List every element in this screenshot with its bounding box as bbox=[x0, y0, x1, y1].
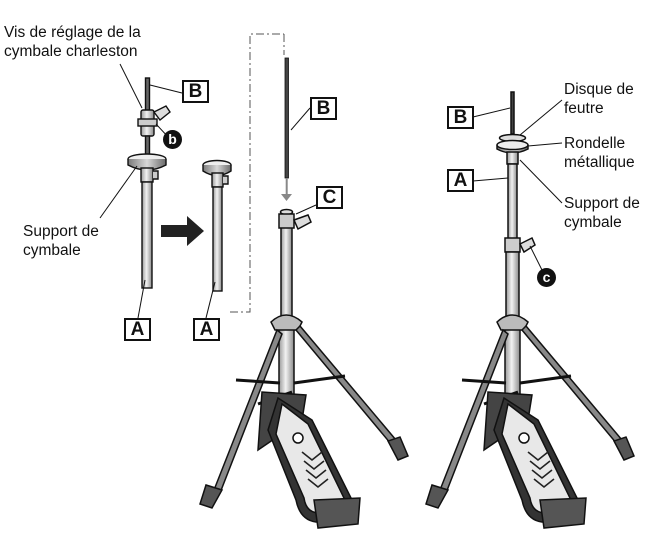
right-mid-tube bbox=[505, 251, 520, 323]
clutch-nut bbox=[137, 118, 158, 127]
cymbal-support-screw bbox=[223, 175, 229, 185]
right-pull-rod bbox=[510, 91, 515, 135]
marker-b-circle: b bbox=[163, 130, 182, 149]
leader-line-B-middle bbox=[290, 107, 311, 131]
marker-B-middle: B bbox=[310, 97, 337, 120]
marker-B-left: B bbox=[182, 80, 209, 103]
pull-rod-lower bbox=[141, 181, 153, 289]
right-pedal-logo bbox=[518, 432, 530, 444]
long-pull-rod-shaft bbox=[284, 57, 289, 179]
label-line: Support de bbox=[23, 223, 99, 240]
right-foot-right bbox=[612, 436, 635, 461]
label-line: cymbale charleston bbox=[4, 43, 138, 60]
stand-brace-right bbox=[293, 374, 346, 385]
label-metal-washer: Rondelle métallique bbox=[564, 134, 635, 172]
pedal-logo bbox=[292, 432, 304, 444]
clutch-wing-screw bbox=[152, 105, 171, 121]
right-height-clamp bbox=[504, 237, 521, 253]
label-line: cymbale bbox=[23, 242, 81, 259]
right-foot-left bbox=[425, 484, 450, 509]
label-line: Support de bbox=[564, 195, 640, 212]
insert-arrow-head bbox=[281, 194, 292, 201]
stand-foot-right bbox=[386, 436, 409, 461]
pull-rod-assembly-middle bbox=[202, 159, 232, 292]
assembly-arrow bbox=[161, 216, 204, 246]
alignment-bracket bbox=[230, 33, 284, 313]
pull-rod-assembly-left bbox=[127, 77, 171, 289]
marker-A-left: A bbox=[124, 318, 151, 341]
pedal-chevrons bbox=[301, 451, 329, 489]
right-brace-left bbox=[461, 378, 507, 385]
label-hihat-clutch-screw: Vis de réglage de la cymbale charleston bbox=[4, 23, 141, 61]
leader-lines-left bbox=[99, 63, 183, 319]
pedal-toe-plate bbox=[313, 497, 361, 529]
cymbal-support-collar bbox=[211, 172, 224, 188]
marker-A-middle: A bbox=[193, 318, 220, 341]
metal-washer bbox=[496, 139, 529, 151]
stand-height-clamp bbox=[278, 213, 295, 229]
clutch-neck bbox=[144, 135, 151, 157]
label-line: cymbale bbox=[564, 214, 622, 231]
marker-c-circle: c bbox=[537, 268, 556, 287]
leader-line-C bbox=[295, 204, 317, 215]
label-felt-disc: Disque de feutre bbox=[564, 80, 634, 118]
cymbal-support-collar bbox=[506, 151, 519, 165]
stand-brace-left bbox=[235, 378, 281, 385]
marker-B-right: B bbox=[447, 106, 474, 129]
long-pull-rod bbox=[281, 57, 292, 201]
right-upper-tube bbox=[507, 163, 518, 243]
right-height-wingbolt bbox=[518, 236, 536, 254]
label-cymbal-support-right: Support de cymbale bbox=[564, 194, 640, 232]
pull-rod-lower bbox=[212, 186, 223, 292]
leader-line-A-middle bbox=[205, 281, 216, 319]
hihat-stand-middle bbox=[199, 208, 409, 529]
label-line: feutre bbox=[564, 100, 604, 117]
label-line: Vis de réglage de la bbox=[4, 24, 141, 41]
stand-foot-left bbox=[199, 484, 224, 509]
label-cymbal-support-left: Support de cymbale bbox=[23, 222, 99, 260]
label-line: métallique bbox=[564, 154, 635, 171]
right-pedal-toe-plate bbox=[539, 497, 587, 529]
right-pedal-chevrons bbox=[527, 451, 555, 489]
label-line: Rondelle bbox=[564, 135, 626, 152]
marker-A-right: A bbox=[447, 169, 474, 192]
label-line: Disque de bbox=[564, 81, 634, 98]
hihat-stand-right bbox=[425, 91, 635, 529]
marker-C-middle: C bbox=[316, 186, 343, 209]
right-brace-right bbox=[519, 374, 572, 385]
cymbal-support-screw bbox=[153, 170, 159, 180]
cymbal-support-collar bbox=[140, 167, 154, 183]
stand-height-wingbolt bbox=[292, 214, 312, 231]
